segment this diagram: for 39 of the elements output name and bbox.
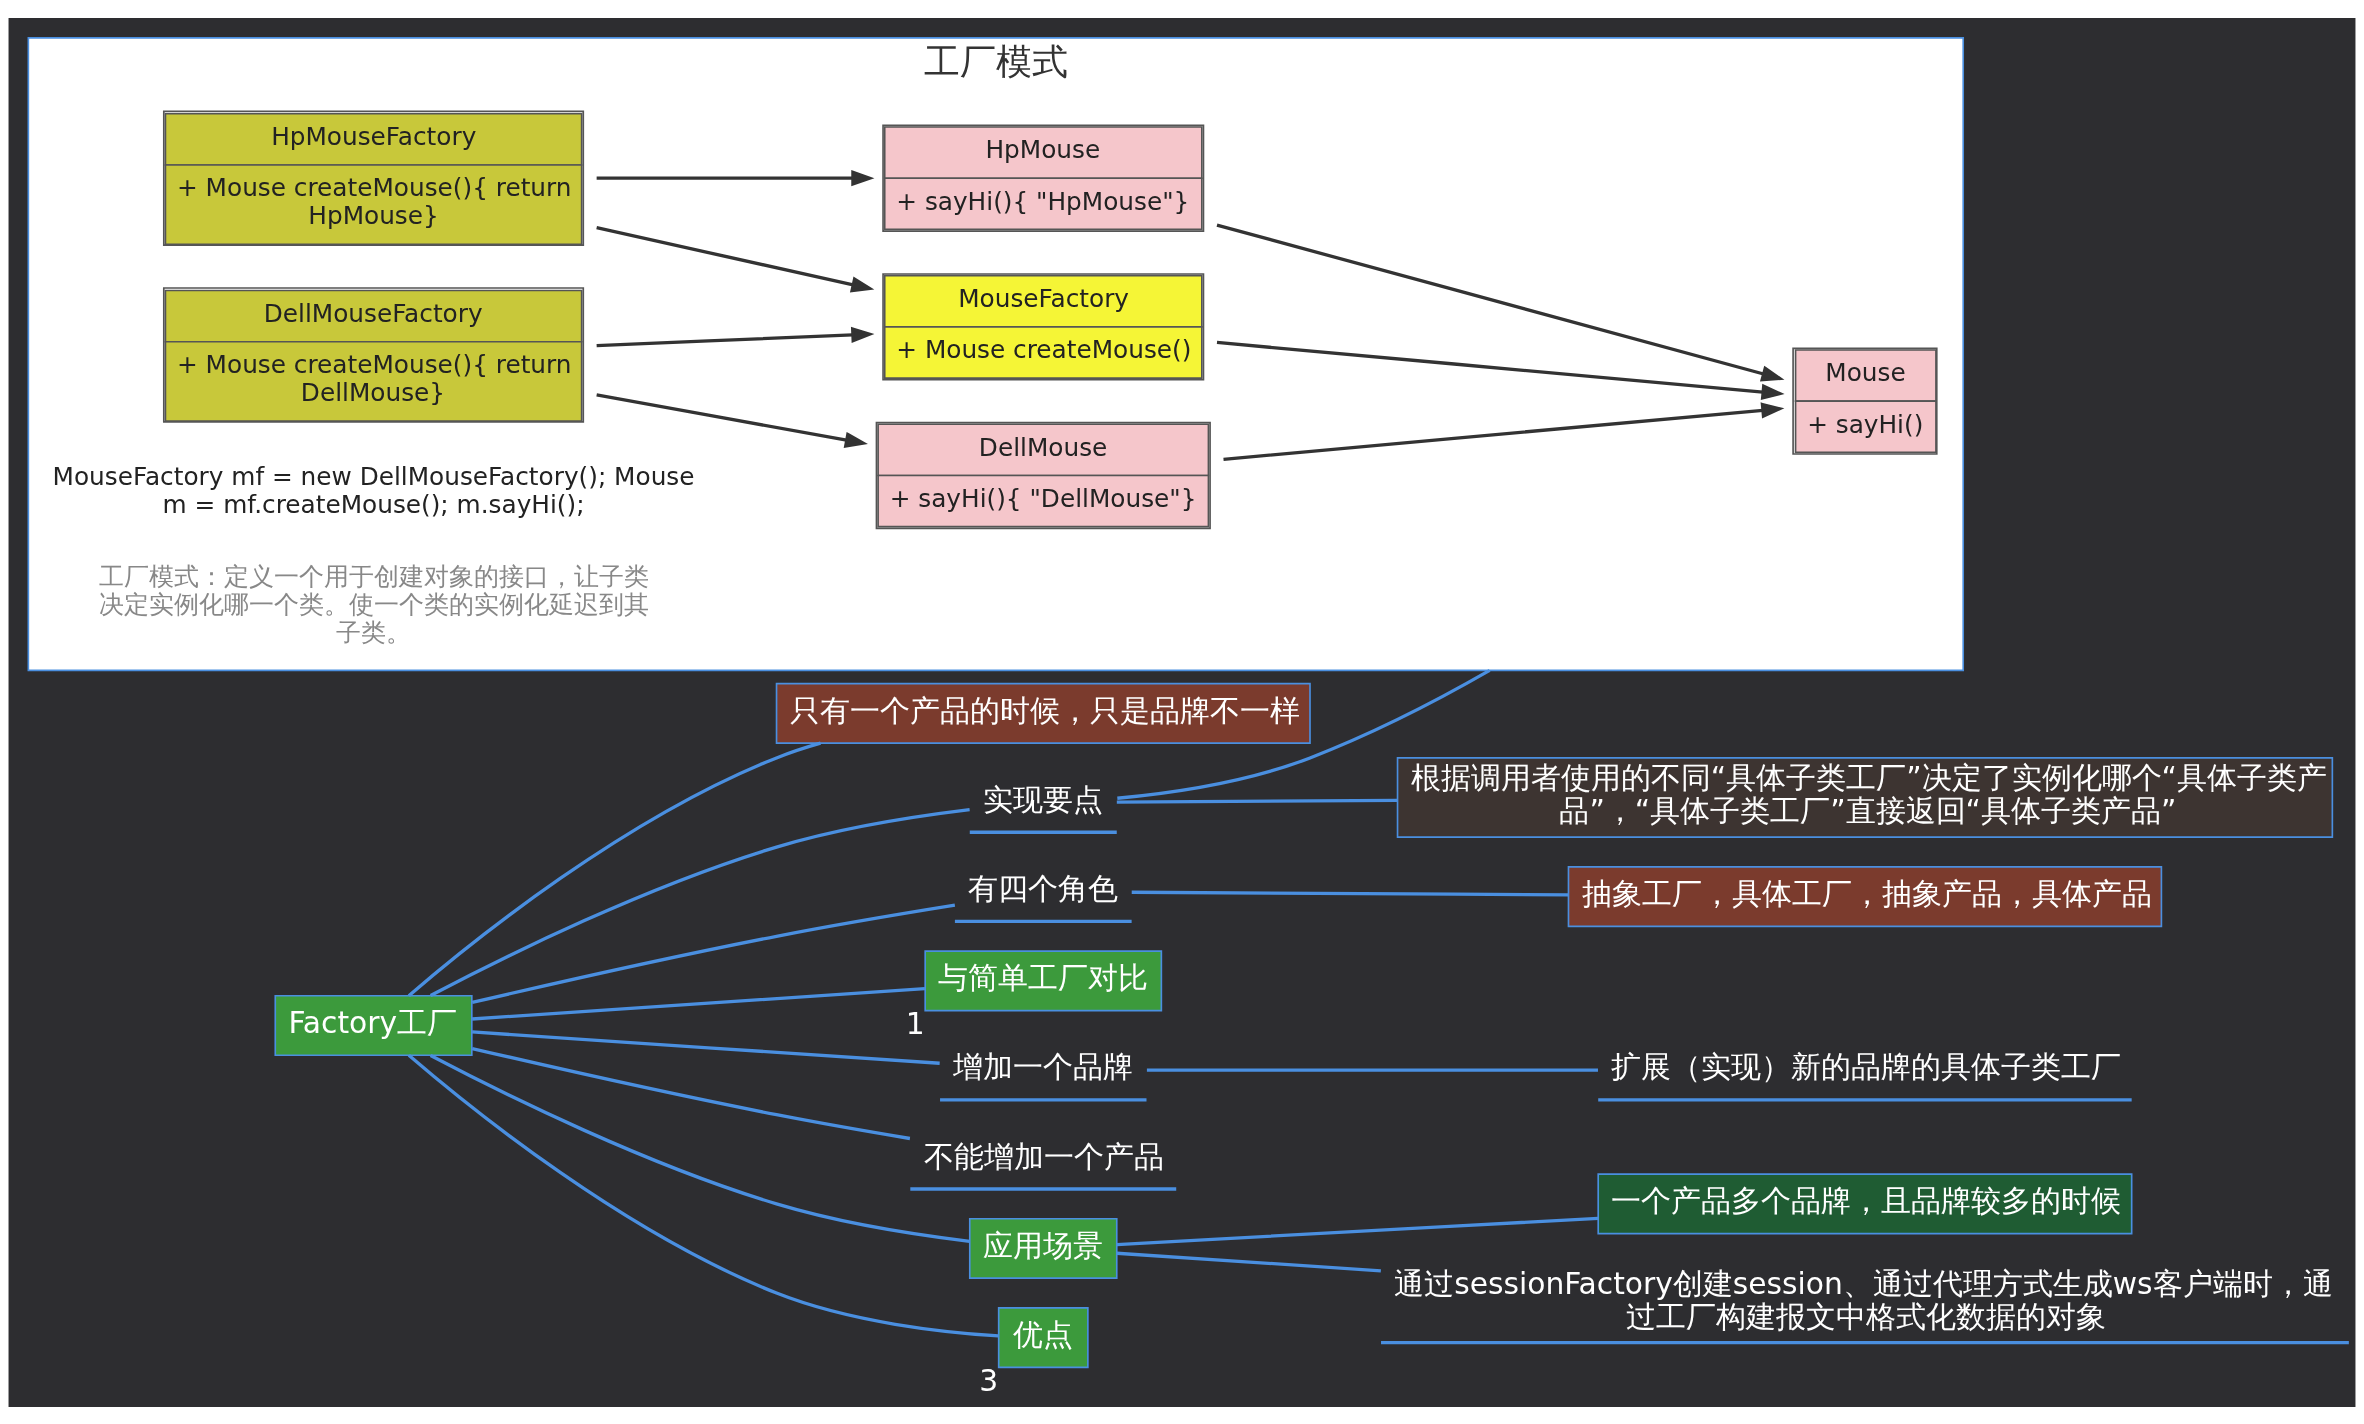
connector [1116,798,1398,804]
arrow [596,225,875,292]
connector [1117,668,1491,800]
arrow [1223,401,1785,461]
connector [471,1029,940,1065]
node-box: 根据调用者使用的不同“具体子类工厂”决定了实例化哪个“具体子类产品”，“具体子类工厂”直接返回“具体子类产品” [1396,756,2334,838]
connector [471,986,926,1021]
node-box: 优点 [997,1306,1089,1368]
node-box: Factory工厂 [274,994,473,1056]
node-label: 1 [905,1005,925,1041]
node-label: 3 [979,1362,999,1398]
connector [1131,890,1569,896]
connector [429,807,970,997]
arrow [1216,223,1785,381]
connector [407,741,821,997]
connector [1116,1216,1599,1246]
arrow [1216,340,1785,400]
connector [471,903,956,1004]
connector [1146,1067,1598,1072]
arrow [596,326,875,347]
arrow [596,169,875,186]
connector [471,1046,911,1140]
node-text: 有四个角色 [968,870,1119,906]
node-box: 抽象工厂，具体工厂，抽象产品，具体产品 [1567,865,2163,927]
node-box: 一个产品多个品牌，且品牌较多的时候 [1597,1172,2133,1234]
label: MouseFactory mf = new DellMouseFactory(); Mouse m = mf.createMouse(); m.sayHi(); [52,461,695,519]
label: 工厂模式：定义一个用于创建对象的接口，让子类决定实例化哪一个类。使一个类的实例化延迟到其子类。 [98,561,649,647]
connector [1116,1251,1381,1272]
arrow [596,392,868,448]
node-text: 不能增加一个产品 [923,1138,1164,1174]
connector [429,1053,970,1243]
node-text: 实现要点 [982,781,1103,817]
node-text: 通过sessionFactory创建session、通过代理方式生成ws客户端时，通过工厂构建报文中格式化数据的对象 [1394,1265,2333,1334]
node-box: 应用场景 [968,1217,1118,1279]
connector [407,1053,999,1338]
node-box: 只有一个产品的时候，只是品牌不一样 [775,682,1311,744]
node-text: 增加一个品牌 [953,1048,1134,1084]
node-box: 与简单工厂对比 [924,949,1163,1011]
node-text: 扩展（实现）新的品牌的具体子类工厂 [1611,1048,2122,1084]
